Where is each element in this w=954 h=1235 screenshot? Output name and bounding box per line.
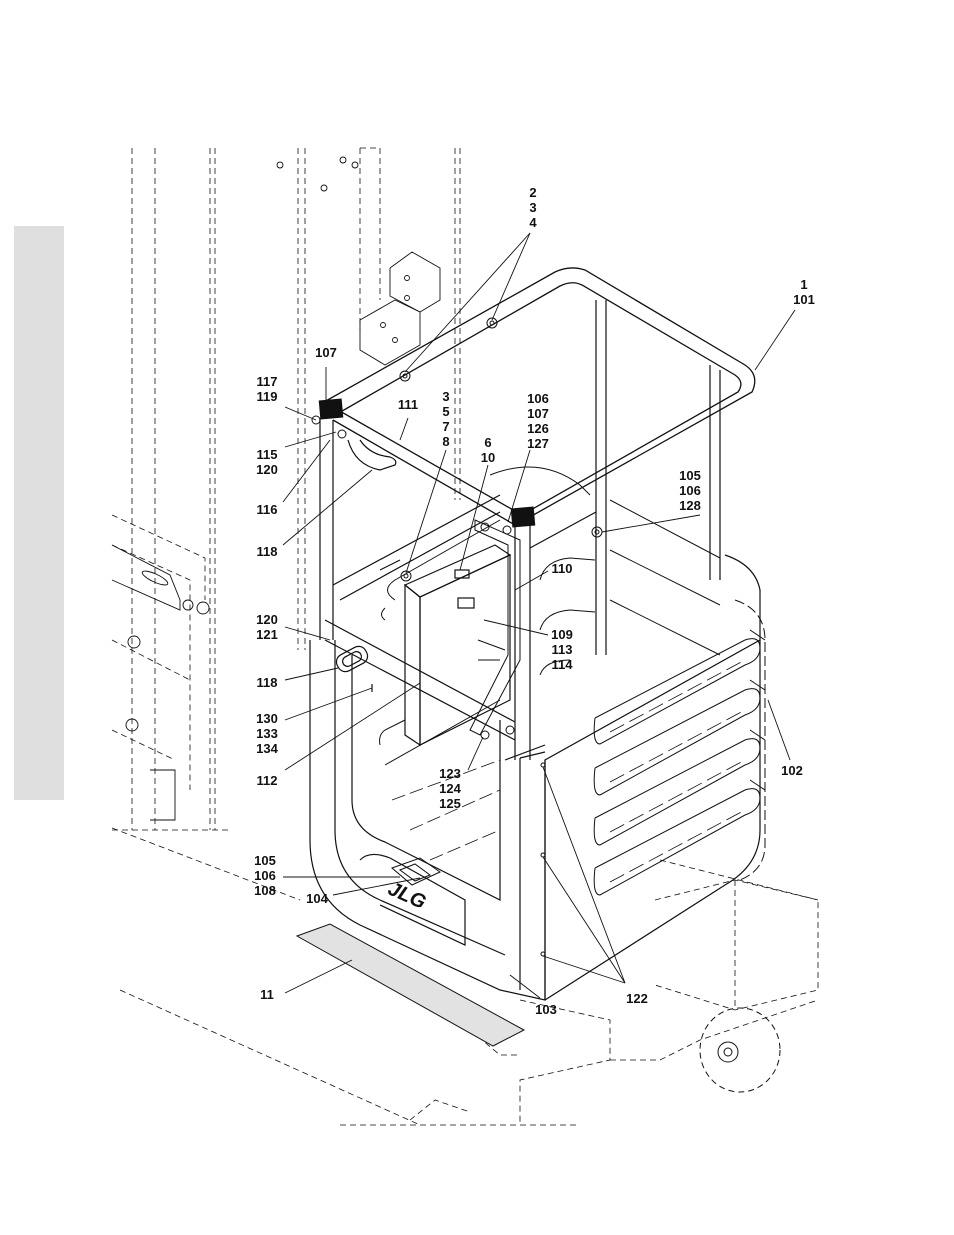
callout-number: 118 bbox=[257, 675, 278, 690]
callout-number: 119 bbox=[257, 389, 278, 404]
corner-cap-right bbox=[511, 507, 534, 527]
callout-number: 115 bbox=[256, 447, 278, 462]
callout-number: 105 bbox=[679, 468, 701, 483]
callout-number: 107 bbox=[315, 345, 337, 360]
callout-number: 4 bbox=[529, 215, 536, 230]
callout-number: 101 bbox=[793, 292, 815, 307]
callout-103: 103 bbox=[535, 1002, 557, 1017]
callout-number: 128 bbox=[679, 498, 701, 513]
callout-112: 112 bbox=[257, 773, 278, 788]
callout-number: 108 bbox=[254, 883, 276, 898]
callout-104: 104 bbox=[306, 891, 328, 906]
callout-number: 109 bbox=[551, 627, 573, 642]
inner-tub bbox=[380, 467, 720, 860]
callout-number: 106 bbox=[679, 483, 701, 498]
callout-number: 3 bbox=[529, 200, 536, 215]
callout-number: 5 bbox=[442, 404, 449, 419]
callout-number: 106 bbox=[254, 868, 276, 883]
callout-number: 120 bbox=[256, 462, 278, 477]
callout-number: 3 bbox=[442, 389, 449, 404]
callout-number: 117 bbox=[257, 374, 278, 389]
callout-number: 107 bbox=[527, 406, 549, 421]
callout-number: 121 bbox=[256, 627, 278, 642]
callout-number: 126 bbox=[527, 421, 549, 436]
corner-cap-left bbox=[319, 399, 342, 419]
callout-122: 122 bbox=[626, 991, 648, 1006]
callout-number: 127 bbox=[527, 436, 549, 451]
callout-111: 111 bbox=[398, 397, 418, 412]
callout-number: 113 bbox=[551, 642, 573, 657]
callout-107: 107 bbox=[315, 345, 337, 360]
handles bbox=[334, 440, 396, 692]
callout-number: 130 bbox=[256, 711, 278, 726]
callout-number: 102 bbox=[781, 763, 803, 778]
callout-number: 124 bbox=[439, 781, 461, 796]
callout-number: 1 bbox=[793, 277, 815, 292]
caster-wheel bbox=[700, 1008, 780, 1092]
callout-number: 6 bbox=[481, 435, 495, 450]
callout-number: 110 bbox=[552, 561, 573, 576]
callout-102: 102 bbox=[781, 763, 803, 778]
machine-left-detail bbox=[112, 545, 209, 820]
callout-number: 118 bbox=[257, 544, 278, 559]
callout-number: 114 bbox=[551, 657, 573, 672]
callout-number: 8 bbox=[442, 434, 449, 449]
callout-number: 116 bbox=[257, 502, 278, 517]
callout-number: 112 bbox=[257, 773, 278, 788]
callout-number: 111 bbox=[398, 397, 418, 412]
callout-number: 11 bbox=[260, 987, 274, 1002]
mid-rails bbox=[325, 495, 596, 740]
side-rib-panels bbox=[594, 600, 765, 895]
callout-number: 134 bbox=[256, 741, 278, 756]
callout-118b: 118 bbox=[257, 675, 278, 690]
callout-116: 116 bbox=[257, 502, 278, 517]
callout-number: 120 bbox=[256, 612, 278, 627]
callout-number: 103 bbox=[535, 1002, 557, 1017]
manual-case bbox=[405, 545, 510, 745]
machine-left-body bbox=[112, 515, 230, 830]
callout-number: 123 bbox=[439, 766, 461, 781]
callout-110: 110 bbox=[552, 561, 573, 576]
callout-number: 106 bbox=[527, 391, 549, 406]
callout-number: 105 bbox=[254, 853, 276, 868]
callout-number: 2 bbox=[529, 185, 536, 200]
callout-number: 10 bbox=[481, 450, 495, 465]
callout-118a: 118 bbox=[257, 544, 278, 559]
callout-number: 133 bbox=[256, 726, 278, 741]
callout-number: 7 bbox=[442, 419, 449, 434]
callout-number: 125 bbox=[439, 796, 461, 811]
jlg-logo: JLG bbox=[385, 878, 429, 914]
platform-shell bbox=[310, 555, 760, 1000]
callout-number: 104 bbox=[306, 891, 328, 906]
callout-number: 122 bbox=[626, 991, 648, 1006]
mast-outline bbox=[132, 148, 460, 830]
callout-11: 11 bbox=[260, 987, 274, 1002]
mast-bracket bbox=[277, 157, 440, 365]
